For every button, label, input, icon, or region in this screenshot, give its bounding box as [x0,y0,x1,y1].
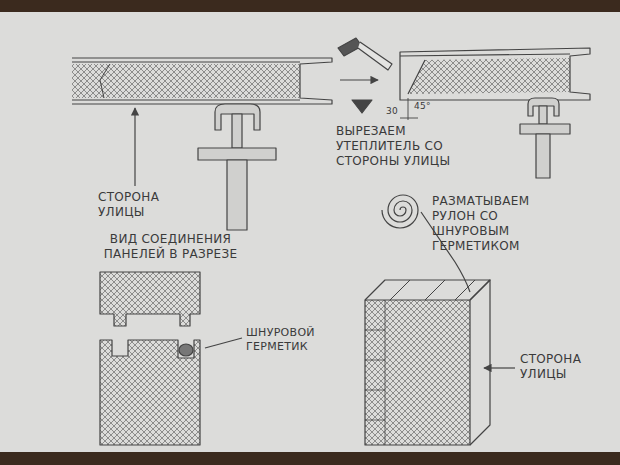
text-label: СТОРОНА УЛИЦЫ [98,190,178,220]
text-label: 45° [414,101,444,112]
sealant-cord [179,344,193,356]
step-arrow [340,79,378,80]
paper-sheet [0,12,620,452]
cut-wedge [352,100,372,113]
panel-3d [365,280,490,445]
text-label: ВЫРЕЗАЕМ УТЕПЛИТЕЛЬ СО СТОРОНЫ УЛИЦЫ [336,124,464,169]
text-label: РАЗМАТЫВАЕМ РУЛОН СО ШНУРОВЫМ ГЕРМЕТИКОМ [432,194,572,254]
leader-line [205,338,242,348]
panel-section [72,58,332,104]
pointer-arrow [484,367,515,368]
text-label: 30 [386,106,406,117]
text-label: ШНУРОВОЙ ГЕРМЕТИК [246,326,336,354]
knife-icon [338,38,392,70]
panel-section [400,48,590,100]
panel-joint [100,272,200,445]
t-profile [520,98,570,178]
text-label: СТОРОНА УЛИЦЫ [520,352,605,382]
t-profile [198,104,276,230]
text-label: ВИД СОЕДИНЕНИЯ ПАНЕЛЕЙ В РАЗРЕЗЕ [98,232,243,262]
leader-line [134,108,135,186]
